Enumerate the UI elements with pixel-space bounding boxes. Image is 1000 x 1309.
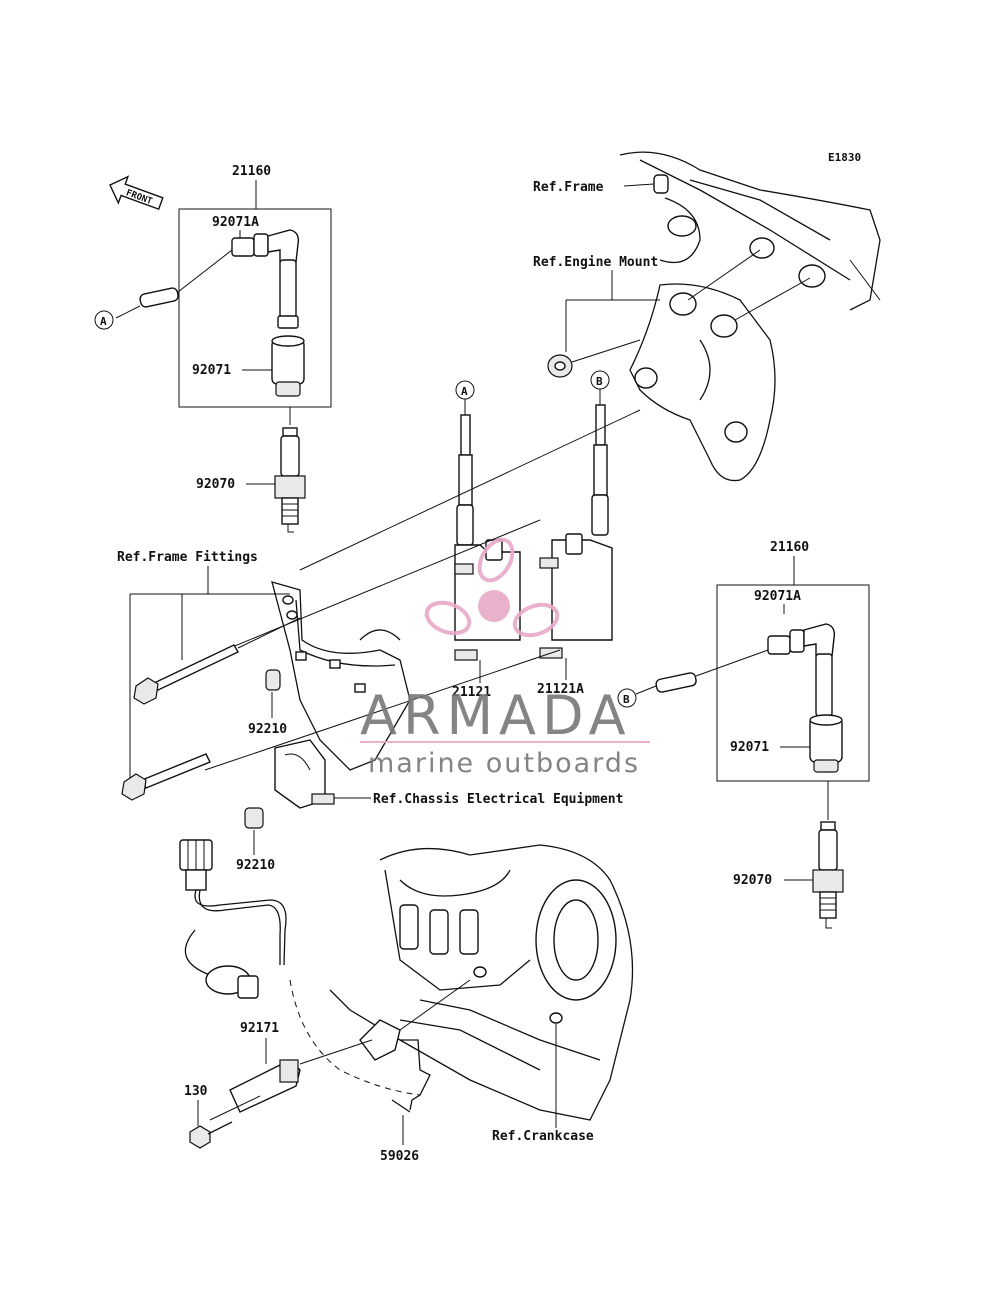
frame-section <box>619 151 881 311</box>
long-bolt-upper <box>133 644 239 705</box>
label-nut-lower: 92210 <box>236 858 275 873</box>
label-kit-left: 21160 <box>232 164 271 179</box>
crankcase <box>329 844 634 1121</box>
ref-crankcase: Ref.Crankcase <box>492 1129 594 1144</box>
callout-a-left <box>94 310 114 330</box>
label-kit-right: 21160 <box>770 540 809 555</box>
ref-frame: Ref.Frame <box>533 180 604 195</box>
label-plug-right: 92070 <box>733 873 772 888</box>
ref-frame-fittings: Ref.Frame Fittings <box>117 550 258 565</box>
ignition-coil-a <box>454 399 521 661</box>
mounting-bolt <box>189 1121 233 1149</box>
label-coil-b: 21121A <box>537 682 584 697</box>
label-plug-left: 92070 <box>196 477 235 492</box>
engine-mount <box>629 237 826 482</box>
kit-bracket-right <box>716 584 870 782</box>
sensor-wire <box>194 889 287 966</box>
sensor-bracket <box>209 1059 301 1121</box>
front-arrow-icon: FRONT <box>109 175 164 211</box>
callout-b-right <box>617 688 637 708</box>
long-bolt-lower <box>121 753 211 801</box>
kit-bracket-left <box>178 208 332 408</box>
label-cap-right: 92071A <box>754 589 801 604</box>
nut-upper <box>265 669 281 691</box>
harness-clamp <box>359 1019 431 1113</box>
label-bolt: 130 <box>184 1084 208 1099</box>
mount-nut <box>547 354 573 378</box>
sub-bracket <box>274 739 335 809</box>
spark-plug-right <box>812 821 844 929</box>
sensor-body <box>205 965 259 999</box>
callout-b-right-text: B <box>623 693 630 706</box>
diagram-code: E1830 <box>828 151 861 164</box>
connector-pin-right <box>655 672 697 693</box>
coil-bracket <box>271 581 411 771</box>
plug-boot-left <box>271 335 305 397</box>
label-boot-right: 92071 <box>730 740 769 755</box>
propeller-logo-icon <box>424 537 560 638</box>
label-coil-a: 21121 <box>452 685 491 700</box>
label-cap-left: 92071A <box>212 215 259 230</box>
ref-engine-mount: Ref.Engine Mount <box>533 255 658 270</box>
spark-plug-left <box>274 427 306 533</box>
callout-a-top-text: A <box>461 385 468 398</box>
ignition-coil-b <box>539 389 613 659</box>
watermark: ARMADA marine outboards <box>360 537 650 779</box>
nut-lower <box>244 807 264 829</box>
callout-a-left-text: A <box>100 315 107 328</box>
watermark-tagline: marine outboards <box>368 748 640 779</box>
ref-chassis-electrical: Ref.Chassis Electrical Equipment <box>373 792 623 807</box>
plug-boot-right <box>809 714 843 773</box>
callout-b-top-text: B <box>596 375 603 388</box>
watermark-brand: ARMADA <box>360 684 632 747</box>
connector-pin-left <box>139 287 179 308</box>
plug-cap-right <box>767 623 836 717</box>
label-boot-left: 92071 <box>192 363 231 378</box>
wiring-connector <box>179 839 213 891</box>
plug-cap-left <box>231 229 300 329</box>
label-nut-upper: 92210 <box>248 722 287 737</box>
label-harness: 59026 <box>380 1149 419 1164</box>
label-sensor: 92171 <box>240 1021 279 1036</box>
